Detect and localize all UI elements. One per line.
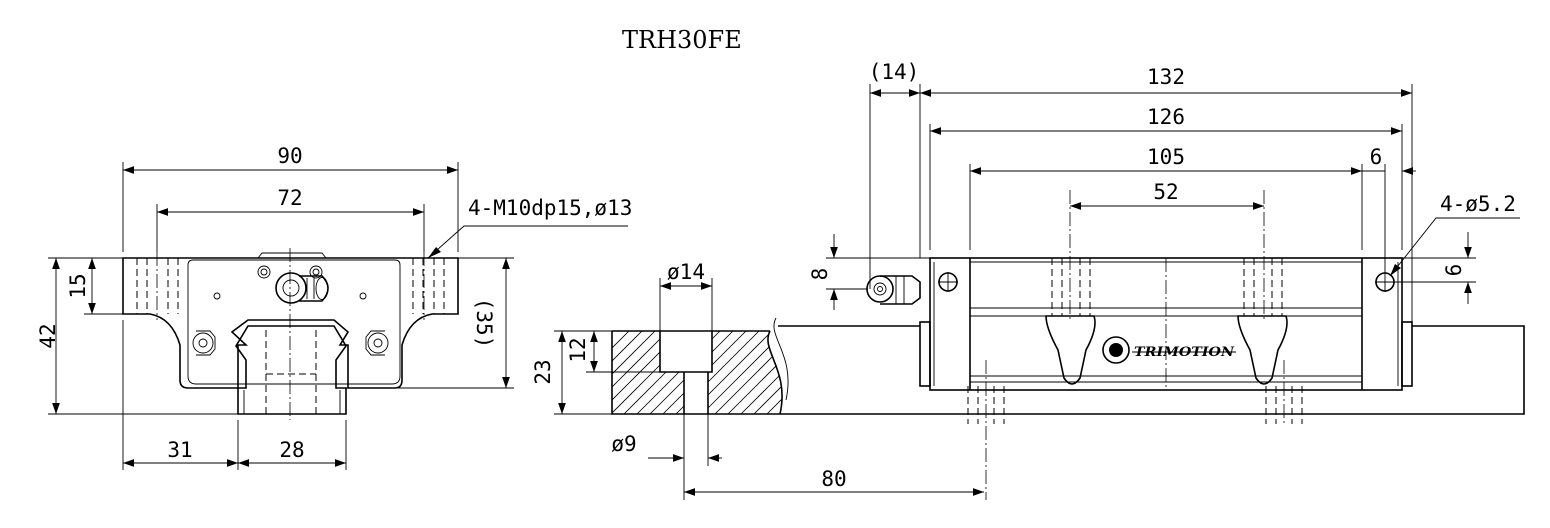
hatch-line	[800, 325, 895, 420]
end-seal-plate	[187, 259, 401, 385]
grease-nipple-side	[866, 275, 921, 305]
hatch-line	[708, 331, 783, 414]
hatch-line	[747, 331, 783, 414]
dim-end-hole-height: 6	[1442, 264, 1466, 277]
dim-flange-thickness: 15	[66, 273, 90, 298]
dim-width-total: 90	[277, 144, 302, 168]
dim-end-offset: 6	[1370, 145, 1383, 169]
dim-hole-dia: ø9	[611, 432, 636, 456]
dim-mount-pitch: 72	[277, 186, 302, 210]
note-mount-tap: 4-M10dp15,ø13	[468, 196, 632, 220]
note-end-hole: 4-ø5.2	[1440, 192, 1516, 216]
screw-hole	[359, 292, 367, 300]
hatch-line	[878, 325, 973, 420]
wiper-left	[1045, 315, 1096, 385]
dim-rail-height: 23	[531, 359, 555, 384]
hatch-line	[612, 331, 649, 414]
hatch-line	[612, 331, 636, 414]
dim-hole-pitch: 52	[1153, 180, 1178, 204]
hatch-line	[734, 331, 783, 414]
hatching	[612, 325, 973, 420]
hatch-line	[787, 325, 882, 420]
dim-body-length: 126	[1147, 105, 1185, 129]
hatch-line	[760, 331, 783, 414]
hatch-line	[826, 325, 921, 420]
dim-rail-top-height: (35)	[472, 298, 496, 349]
screw-hole	[213, 292, 221, 300]
brand-logo: TRIMOTION	[1102, 336, 1236, 364]
grease-nipple	[275, 272, 329, 304]
end-seal-left	[919, 321, 931, 387]
dim-counterbore-depth: 12	[566, 337, 590, 362]
hatch-line	[865, 325, 960, 420]
drawing-title: TRH30FE	[622, 26, 742, 54]
block-outline	[122, 257, 459, 389]
logo-text: TRIMOTION	[1134, 345, 1235, 360]
hatch-line	[721, 331, 783, 414]
hatch-line	[612, 331, 662, 414]
dim-nipple-length: (14)	[869, 60, 920, 84]
end-seal-right	[1401, 321, 1413, 387]
rail-side	[778, 325, 1525, 415]
wiper-right	[1237, 315, 1288, 385]
dim-rail-pitch: 80	[821, 467, 846, 491]
dim-side-offset: 31	[167, 438, 192, 462]
hatch-line	[612, 331, 675, 414]
rail-profile	[235, 325, 347, 415]
dim-rail-width: 28	[279, 438, 304, 462]
hatch-line	[773, 331, 783, 414]
dim-steel-length: 105	[1147, 145, 1185, 169]
front-view: 90 72 4-M10dp15,ø13 42 15 (35) 31 28	[36, 144, 632, 470]
dim-nipple-height: 8	[808, 268, 832, 281]
hatch-line	[813, 325, 908, 420]
side-view: TRIMOTION (14) 132 126 105 52 6	[778, 60, 1525, 500]
hatch-line	[852, 325, 947, 420]
dim-counterbore-dia: ø14	[667, 260, 705, 284]
dim-height-total: 42	[36, 323, 60, 348]
dim-block-length: 132	[1147, 65, 1185, 89]
rail-section-view: ø14 ø9 23 12 80	[531, 260, 984, 500]
